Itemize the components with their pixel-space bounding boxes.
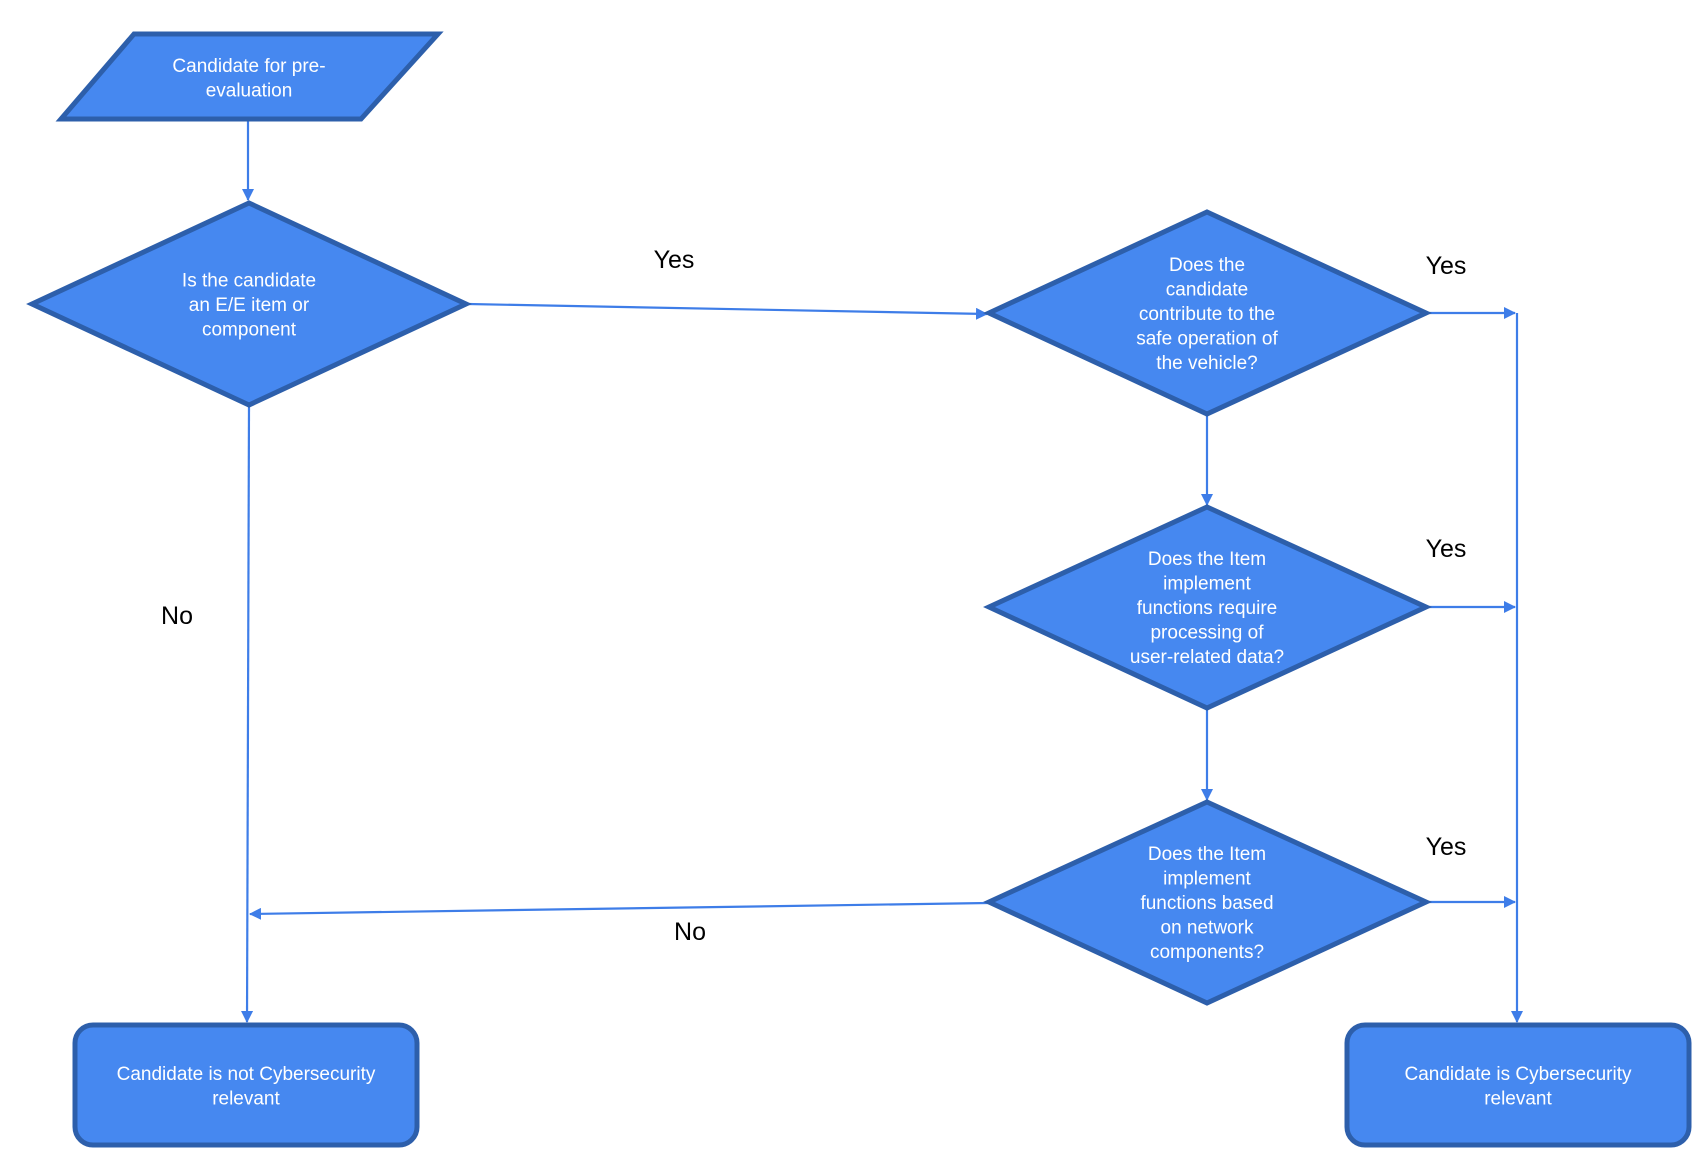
decision-user-data-text-line-1: Does the Item <box>1148 549 1266 570</box>
end-relevant-text: Candidate is Cybersecurity relevant <box>1404 1064 1632 1110</box>
decision-user-data-text: Does the Item implement functions require p… <box>1130 549 1284 668</box>
start-parallelogram <box>55 31 444 122</box>
decision-user-data-diamond <box>983 504 1432 711</box>
decision-ee-item-text-line-3: component <box>202 320 297 341</box>
decision-safe-operation-text-line-3: contribute to the <box>1139 304 1275 325</box>
decision-network-text-line-4: on network <box>1161 918 1254 939</box>
end-not-relevant-text-line-2: relevant <box>212 1088 280 1109</box>
label-ee-no: No <box>161 602 193 630</box>
decision-network-text-line-3: functions based <box>1140 893 1273 914</box>
decision-safe-operation-text-line-2: candidate <box>1166 280 1248 301</box>
end-not-relevant-text-line-1: Candidate is not Cybersecurity <box>117 1064 376 1085</box>
decision-network-diamond <box>983 799 1432 1006</box>
decision-network-text-line-1: Does the Item <box>1148 844 1266 865</box>
decision-ee-item-text-line-1: Is the candidate <box>182 271 316 292</box>
decision-user-data: Does the Item implement functions require p… <box>983 504 1432 711</box>
edge-ee-yes-to-safe-decision <box>467 302 988 320</box>
decision-safe-operation-diamond <box>983 209 1432 417</box>
end-not-relevant: Candidate is not Cybersecurity relevant <box>72 1022 420 1148</box>
label-ee-yes: Yes <box>654 246 695 274</box>
label-network-no: No <box>674 918 706 946</box>
decision-network-text: Does the Item implement functions based on … <box>1140 844 1273 963</box>
edge-labels: Yes No Yes Yes Yes No <box>161 246 1466 946</box>
decision-safe-operation-text-line-1: Does the <box>1169 255 1245 276</box>
start-node: Candidate for pre-evaluation <box>55 31 444 122</box>
decision-ee-item: Is the candidate an E/E item or component <box>26 200 472 408</box>
decision-network-text-line-5: components? <box>1150 942 1264 963</box>
end-relevant: Candidate is Cybersecurity relevant <box>1344 1022 1692 1148</box>
decision-network: Does the Item implement functions based on … <box>983 799 1432 1006</box>
decision-ee-item-text-line-2: an E/E item or <box>189 295 310 316</box>
edges <box>241 120 1523 1023</box>
end-relevant-text-line-2: relevant <box>1484 1088 1552 1109</box>
start-node-text-line-2: evaluation <box>206 80 293 101</box>
end-relevant-text-line-1: Candidate is Cybersecurity <box>1404 1064 1632 1085</box>
edge-ee-no-to-not-relevant <box>241 404 254 1023</box>
start-node-text-line-1: Candidate for pre- <box>172 56 325 77</box>
decision-network-text-line-2: implement <box>1163 869 1251 890</box>
decision-user-data-text-line-4: processing of <box>1150 623 1264 644</box>
label-safe-yes: Yes <box>1426 252 1467 280</box>
decision-user-data-text-line-2: implement <box>1163 574 1251 595</box>
decision-safe-operation-text-line-5: the vehicle? <box>1156 353 1257 374</box>
end-not-relevant-box <box>72 1022 420 1148</box>
decision-safe-operation-text: Does the candidate contribute to the safe o… <box>1136 255 1278 374</box>
decision-safe-operation-text-line-4: safe operation of <box>1136 329 1278 350</box>
decision-user-data-text-line-5: user-related data? <box>1130 647 1284 668</box>
end-not-relevant-text: Candidate is not Cybersecurity relevant <box>117 1064 376 1110</box>
decision-safe-operation: Does the candidate contribute to the safe o… <box>983 209 1432 417</box>
end-relevant-box <box>1344 1022 1692 1148</box>
start-node-text: Candidate for pre-evaluation <box>172 56 325 102</box>
label-network-yes: Yes <box>1426 833 1467 861</box>
decision-ee-item-text: Is the candidate an E/E item or component <box>182 271 316 341</box>
decision-user-data-text-line-3: functions require <box>1137 598 1277 619</box>
edge-network-no-to-left-column <box>249 901 989 920</box>
label-user-data-yes: Yes <box>1426 535 1467 563</box>
decision-ee-item-diamond <box>26 200 472 408</box>
